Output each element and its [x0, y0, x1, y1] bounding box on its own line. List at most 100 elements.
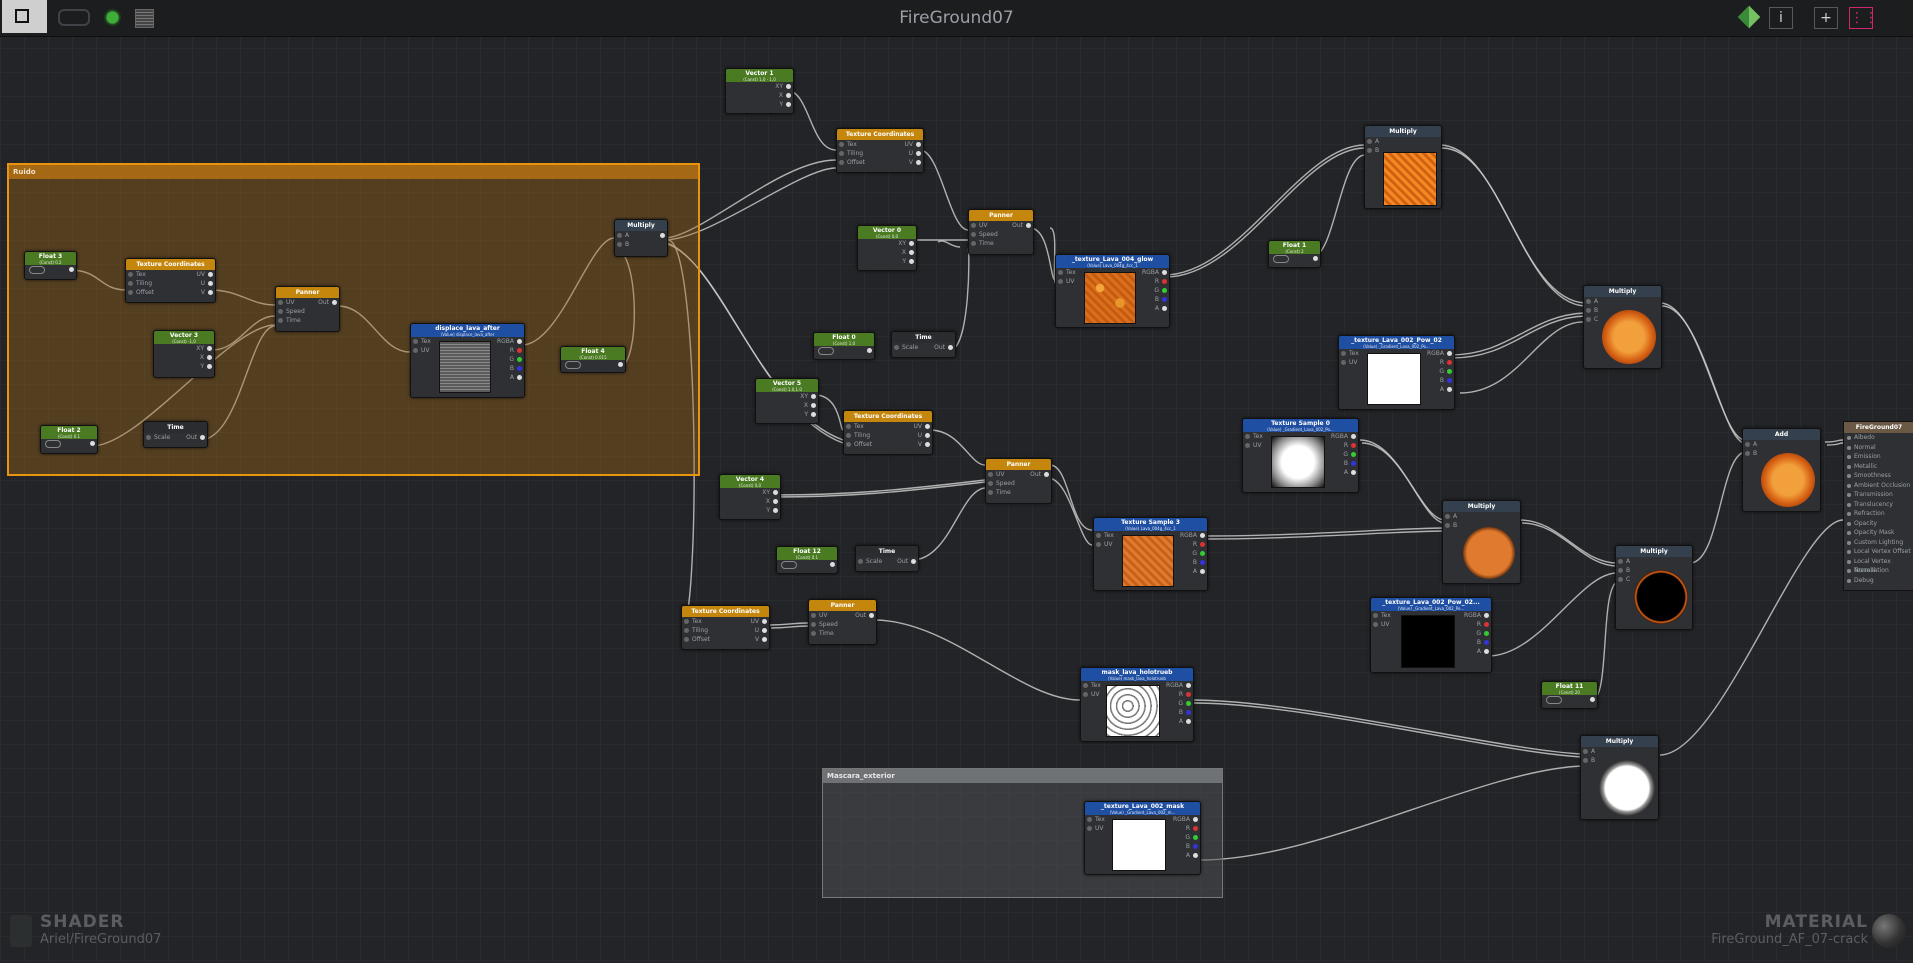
output-port[interactable]: Opacity Mask — [1844, 528, 1913, 538]
output-port[interactable]: Translucency — [1844, 500, 1913, 510]
texture-thumbnail — [1271, 436, 1325, 488]
output-port[interactable]: Normal — [1844, 443, 1913, 453]
port-dot[interactable] — [1847, 540, 1851, 545]
grid-icon[interactable] — [135, 9, 154, 28]
output-port[interactable]: Custom Lighting — [1844, 538, 1913, 548]
node-displace-lava-after[interactable]: displace_lava_after(Value) displace_lava… — [410, 323, 525, 398]
node-title: Texture Sample 0 — [1271, 420, 1330, 427]
port-dot[interactable] — [1847, 483, 1851, 488]
output-port[interactable]: Refraction — [1844, 509, 1913, 519]
port-dot[interactable] — [1847, 578, 1851, 583]
node-title: Time — [915, 334, 932, 341]
node-title: Float 0 — [832, 334, 856, 341]
value-field[interactable] — [45, 440, 61, 448]
node-texture-lava-002-mask[interactable]: _texture_Lava_002_mask(Value) _Gradient_… — [1084, 801, 1201, 875]
node-multiply-6[interactable]: Multiply A B — [1580, 735, 1659, 820]
node-vector-5[interactable]: Vector 5(Const) 1.0,1.0 XY X Y — [755, 378, 819, 424]
output-port[interactable]: Opacity — [1844, 519, 1913, 529]
value-field[interactable] — [1273, 255, 1289, 263]
node-multiply-4[interactable]: Multiply A B — [1442, 500, 1521, 584]
node-title: Float 11 — [1555, 683, 1584, 690]
value-field[interactable] — [818, 347, 834, 355]
node-float-1[interactable]: Float 1(Const) 2 — [1268, 240, 1321, 268]
output-port[interactable]: Smoothness — [1844, 471, 1913, 481]
node-float-0[interactable]: Float 0(Const) 1.0 — [813, 332, 875, 360]
node-mask-lava-holotrueb[interactable]: mask_lava_holotrueb(Value) mask_lava_hol… — [1080, 667, 1194, 742]
output-port[interactable]: Tessellation — [1844, 566, 1913, 576]
node-texture-lava-002-pow-02[interactable]: _texture_Lava_002_Pow_02(Value) _Gradien… — [1338, 335, 1455, 410]
node-texture-lava-004-glow[interactable]: _texture_Lava_004_glow(Value) Lava_004g_… — [1055, 254, 1170, 328]
output-port[interactable]: Transmission — [1844, 490, 1913, 500]
status-light-icon[interactable] — [104, 9, 121, 26]
value-field[interactable] — [29, 266, 45, 274]
value-field[interactable] — [1546, 696, 1562, 704]
node-multiply-3[interactable]: Multiply A B C — [1583, 285, 1662, 369]
node-texture-sample-3[interactable]: Texture Sample 3(Value) Lava_004g_4cc_1 … — [1093, 517, 1208, 591]
info-button[interactable]: i — [1769, 7, 1793, 29]
node-multiply-2[interactable]: Multiply A B — [1364, 125, 1442, 209]
node-title: Texture Coordinates — [853, 413, 923, 420]
node-title: Float 2 — [57, 427, 81, 434]
port-dot[interactable] — [1847, 559, 1851, 564]
node-float-12[interactable]: Float 12(Const) 0.1 — [776, 546, 838, 574]
value-field[interactable] — [781, 561, 797, 569]
node-add[interactable]: Add A B — [1742, 428, 1821, 512]
node-float-2[interactable]: Float 2(Const) 0.1 — [40, 425, 98, 454]
port-dot[interactable] — [1847, 474, 1851, 478]
node-float-4[interactable]: Float 4(Const) 0.015 — [560, 346, 626, 373]
port-dot[interactable] — [1847, 550, 1851, 554]
node-float-3[interactable]: Float 3(Const) 0.2 — [24, 251, 77, 280]
output-port[interactable]: Debug — [1844, 576, 1913, 586]
material-info: MATERIAL FireGround_AF_07-crack — [1711, 912, 1868, 947]
output-port[interactable]: Ambient Occlusion — [1844, 481, 1913, 491]
node-multiply-5[interactable]: Multiply A B C — [1615, 545, 1693, 630]
value-field[interactable] — [565, 361, 581, 369]
group-ruido[interactable]: Ruido — [7, 163, 700, 476]
port-dot[interactable] — [1847, 436, 1851, 440]
material-preview-sphere-icon[interactable] — [1872, 914, 1906, 948]
output-port[interactable]: Local Vertex Normal — [1844, 557, 1913, 574]
output-port[interactable]: Albedo — [1844, 433, 1913, 443]
preview-thumbnail — [1634, 570, 1688, 624]
stop-icon[interactable] — [2, 0, 47, 33]
port-dot[interactable] — [1847, 521, 1851, 526]
node-texture-lava-002-pow-02-b[interactable]: _texture_Lava_002_Pow_02...(Value) _Grad… — [1370, 597, 1492, 673]
output-port[interactable]: Local Vertex Offset — [1844, 547, 1913, 557]
port-dot[interactable] — [1847, 531, 1851, 535]
live-mode-icon[interactable] — [58, 9, 90, 26]
node-title: Add — [1774, 431, 1789, 438]
port-dot[interactable] — [1847, 569, 1851, 573]
node-multiply-1[interactable]: Multiply A B — [614, 219, 668, 257]
node-texture-sample-0[interactable]: Texture Sample 0(Value) _Gradient_Lava_0… — [1242, 418, 1359, 493]
port-dot[interactable] — [1847, 464, 1851, 469]
output-port[interactable]: Emission — [1844, 452, 1913, 462]
port-dot[interactable] — [1847, 455, 1851, 459]
node-vector-0[interactable]: Vector 0(Const) 0,0 XY X Y — [857, 225, 917, 271]
grid-snap-button[interactable]: ⋮⋮ — [1849, 7, 1878, 29]
output-port[interactable]: Metallic — [1844, 462, 1913, 472]
port-dot[interactable] — [1847, 502, 1851, 507]
shader-logo-icon — [10, 915, 32, 947]
add-node-button[interactable]: + — [1814, 7, 1838, 29]
port-dot[interactable] — [1847, 445, 1851, 450]
node-vector-1[interactable]: Vector 1(Const) 1,0 - 1,0 XY X Y — [725, 68, 794, 114]
port-dot[interactable] — [1847, 512, 1851, 516]
port-dot[interactable] — [1847, 493, 1851, 497]
node-vector-4[interactable]: Vector 4(Const) 0,0 XY X Y — [719, 474, 781, 520]
node-float-11[interactable]: Float 11(Const) 20 — [1541, 681, 1598, 709]
node-vector-3[interactable]: Vector 3(Const) -1,0 XY X Y — [153, 330, 215, 378]
node-title: Panner — [1006, 461, 1031, 468]
